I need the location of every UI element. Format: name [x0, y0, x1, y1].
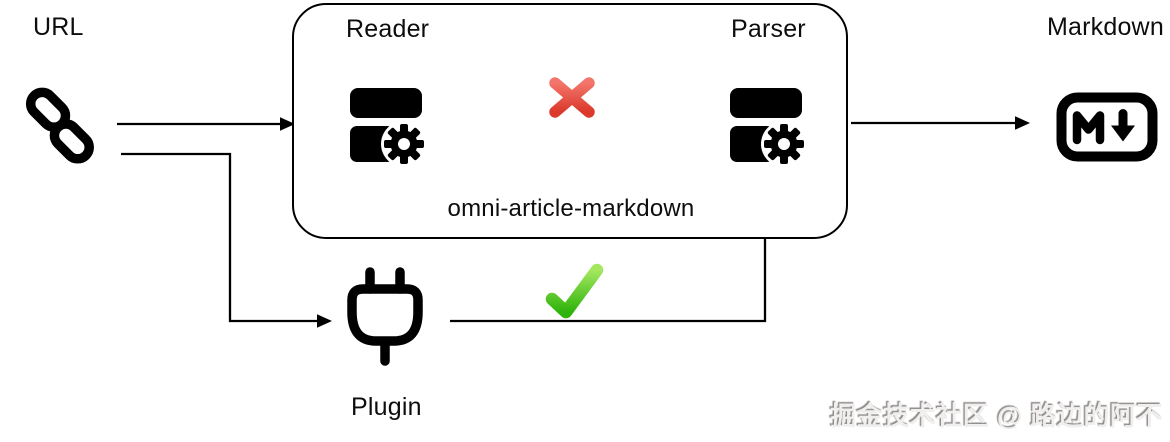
parser-component-gear-icon	[730, 88, 804, 164]
green-check-icon	[545, 263, 604, 319]
markdown-icon	[1056, 92, 1158, 162]
box-caption: omni-article-markdown	[447, 195, 695, 222]
plug-icon	[347, 267, 423, 366]
reader-component-gear-icon	[350, 88, 424, 164]
parser-label: Parser	[731, 15, 806, 43]
edge-parser-to-markdown	[851, 116, 1030, 130]
edge-url-to-reader	[117, 117, 295, 131]
link-icon	[25, 87, 94, 164]
red-cross-icon	[549, 77, 595, 118]
plugin-label: Plugin	[351, 393, 422, 421]
url-label: URL	[33, 13, 84, 41]
markdown-label: Markdown	[1047, 13, 1164, 41]
omni-article-markdown-box	[292, 3, 848, 239]
watermark-text: 掘金技术社区 @ 路边的阿不	[830, 401, 1163, 431]
reader-label: Reader	[346, 15, 430, 43]
